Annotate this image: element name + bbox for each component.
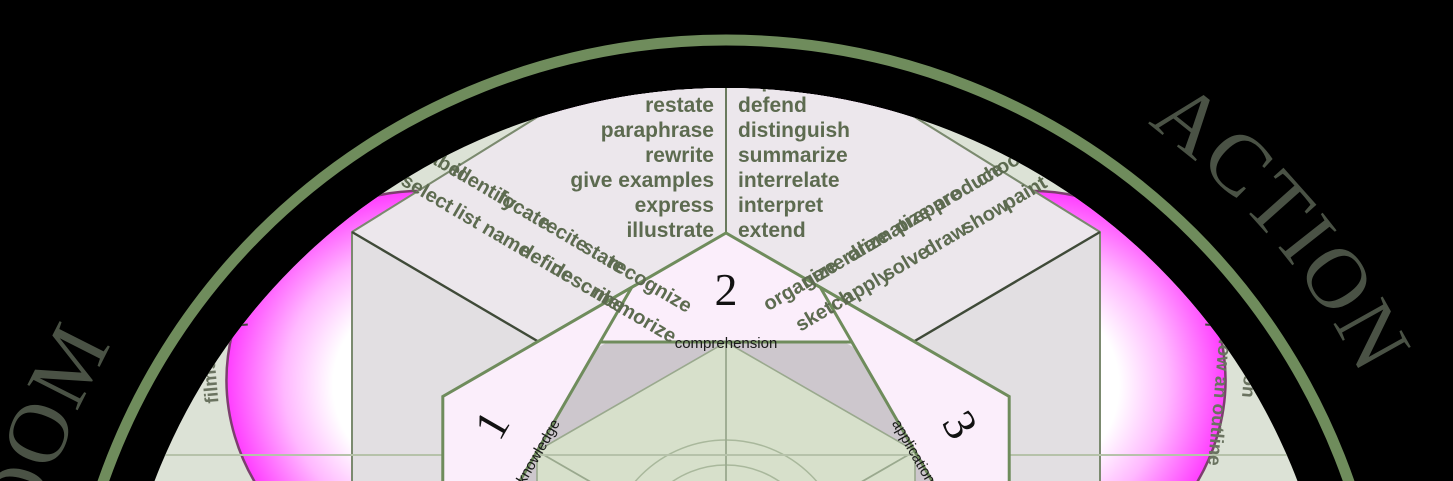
- verb-item: extend: [738, 219, 806, 242]
- verb-item: express: [635, 194, 714, 217]
- verb-item: restate: [645, 94, 714, 117]
- comprehension-verbs-left: match restate paraphrase rewrite give ex…: [570, 69, 714, 242]
- triangle-synthesis: [441, 283, 636, 481]
- verb-item: distinguish: [738, 119, 850, 142]
- verb-item: defend: [738, 94, 807, 117]
- outer-ring: [97, 34, 1355, 481]
- verb-item: interpret: [738, 194, 823, 217]
- comprehension-verbs-right: explain defend distinguish summarize int…: [738, 69, 850, 242]
- level-2-name: comprehension: [675, 335, 778, 352]
- verb-item: rewrite: [645, 144, 714, 167]
- triangle-analysis: [816, 283, 1011, 481]
- level-triangle-group: [441, 231, 1011, 481]
- verb-item: illustrate: [626, 219, 714, 242]
- verb-item: explain: [738, 69, 810, 92]
- verb-item: summarize: [738, 144, 848, 167]
- hub-spokes: [536, 342, 916, 481]
- verb-item: give examples: [570, 169, 714, 192]
- level-2-number: 2: [715, 264, 738, 315]
- verb-item: interrelate: [738, 169, 840, 192]
- verb-item: match: [652, 69, 714, 92]
- verb-item: paraphrase: [601, 119, 714, 142]
- verb-hexagon-outline: [351, 88, 1101, 481]
